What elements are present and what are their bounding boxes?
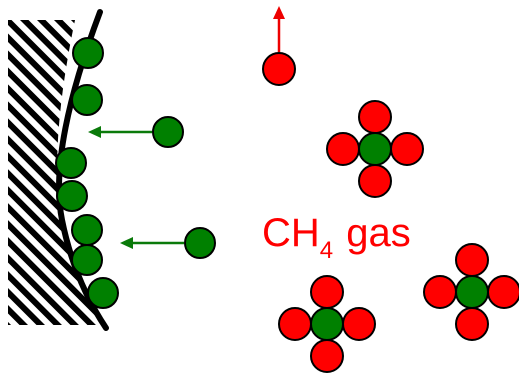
methane-molecule-3 xyxy=(278,275,376,373)
adsorbed-molecule xyxy=(55,147,87,179)
adsorbed-molecule xyxy=(71,84,103,116)
gas-label-main: CH xyxy=(262,211,320,255)
gas-label-suffix: gas xyxy=(335,211,411,255)
adsorbed-molecule xyxy=(71,214,103,246)
ch4-gas-label: CH4 gas xyxy=(262,211,411,263)
methane-molecule-1 xyxy=(326,100,424,198)
gas-label-subscript: 4 xyxy=(319,237,334,264)
adsorbed-molecule xyxy=(56,180,88,212)
incoming-molecule-lower xyxy=(120,227,216,259)
adsorbed-molecule xyxy=(72,37,104,69)
adsorbed-molecules xyxy=(55,37,119,309)
incoming-molecule-upper xyxy=(88,116,184,148)
adsorbed-molecule xyxy=(87,277,119,309)
methane-molecule-2 xyxy=(423,243,519,341)
adsorbed-molecule xyxy=(71,244,103,276)
wall-surface-curve xyxy=(56,9,109,331)
escaping-hydrogen-atom xyxy=(262,6,296,86)
